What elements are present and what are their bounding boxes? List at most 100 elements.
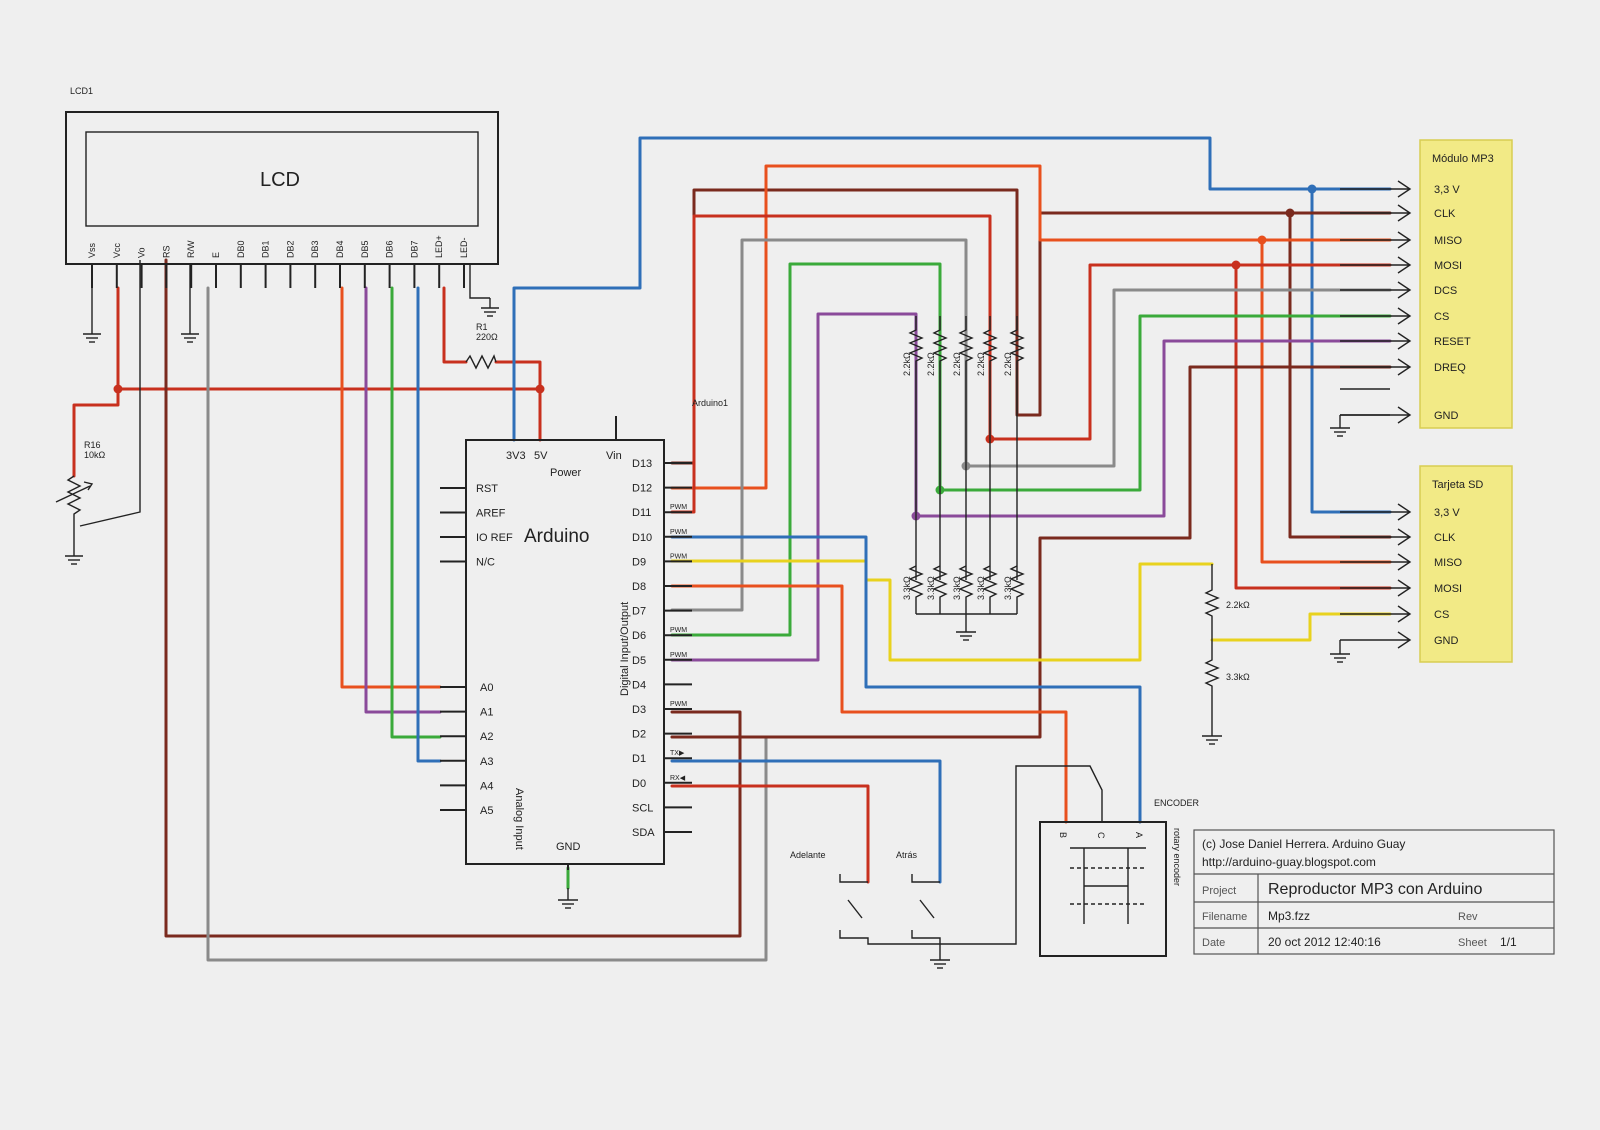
arduino-pin-label: D12 [632, 483, 652, 495]
lcd-screen [85, 131, 479, 227]
tb-filename-label: Filename [1202, 911, 1247, 923]
tb-project: Reproductor MP3 con Arduino [1268, 881, 1482, 898]
r1-ref: R1 [476, 322, 488, 332]
wires [72, 136, 1392, 962]
lcd-pin-label: Vss [87, 242, 97, 258]
divider-column [958, 316, 974, 580]
sd-pin-label: CS [1434, 609, 1449, 621]
wire-vo [79, 260, 141, 527]
mp3-pin-label: DCS [1434, 285, 1457, 297]
ground-symbol [930, 959, 950, 969]
mp3-pin-arrow [1340, 256, 1412, 274]
arduino-pin-label: D4 [632, 679, 646, 691]
pwm-label: PWM [670, 529, 687, 536]
divider-bottom-label: 3.3kΩ [902, 576, 912, 600]
button-atras: Atrás [896, 765, 1068, 969]
mp3-pin-label: DREQ [1434, 362, 1466, 374]
lcd-pin-label: LED- [459, 237, 469, 258]
lcd-pin-label: Vo [137, 247, 147, 258]
mp3-pin-label: MOSI [1434, 260, 1462, 272]
mp3-pin-arrow [1340, 281, 1412, 299]
divider-bottom-label: 3.3kΩ [952, 576, 962, 600]
pwm-label: PWM [670, 553, 687, 560]
divider-column [932, 316, 948, 580]
arduino-pin-label: A0 [480, 682, 493, 694]
potentiometer-r16: R16 10kΩ [55, 440, 106, 565]
sd-divider-top: 2.2kΩ [1226, 600, 1250, 610]
divider-column [1009, 316, 1025, 580]
tb-copyright: (c) Jose Daniel Herrera. Arduino Guay [1202, 837, 1405, 851]
tb-filename: Mp3.fzz [1268, 909, 1310, 923]
arduino-pin-label: D8 [632, 581, 646, 593]
ground-symbol [481, 298, 499, 317]
lcd-pin-label: DB6 [385, 240, 395, 258]
arduino-pin-label: RST [476, 483, 498, 495]
lcd-pin-label: Vcc [112, 242, 122, 258]
mp3-pin-label: MISO [1434, 235, 1463, 247]
junction [535, 384, 545, 394]
divider-bottom-label: 3.3kΩ [926, 576, 936, 600]
mp3-pin-label: CLK [1434, 208, 1456, 220]
mp3-pin-arrow [1340, 231, 1412, 249]
lcd-ref: LCD1 [70, 86, 93, 96]
junction [113, 384, 123, 394]
arduino-pin-label: A5 [480, 805, 493, 817]
lcd-pin-label: DB3 [310, 240, 320, 258]
arduino-pin-label: A3 [480, 756, 493, 768]
mp3-pin-label: GND [1434, 410, 1459, 422]
wire-db7-a3 [416, 286, 442, 763]
voltage-dividers: 2.2kΩ3.3kΩ2.2kΩ3.3kΩ2.2kΩ3.3kΩ2.2kΩ3.3kΩ… [902, 316, 1025, 641]
lcd-body [65, 111, 499, 265]
ground-symbol [83, 324, 101, 343]
ground-symbol [1330, 640, 1350, 663]
lcd-pin-label: LED+ [434, 235, 444, 258]
junction [1257, 235, 1267, 245]
sd-pin-label: MISO [1434, 557, 1463, 569]
encoder-pin-a: A [1134, 832, 1144, 838]
junction [1307, 184, 1317, 194]
rx-label: RX◀ [670, 775, 686, 782]
tb-project-label: Project [1202, 885, 1236, 897]
wire-d13-sd [1288, 211, 1392, 539]
pwm-label: PWM [670, 627, 687, 634]
lcd-pin-label: DB7 [409, 240, 419, 258]
rotary-encoder: ENCODER rotary encoder B C A [1039, 765, 1200, 957]
encoder-body [1039, 821, 1167, 957]
sd-pin-arrow [1340, 605, 1412, 623]
tb-rev-label: Rev [1458, 911, 1478, 923]
tb-sheet: 1/1 [1500, 935, 1517, 949]
arduino-pin-label: D7 [632, 606, 646, 618]
ground-symbol [181, 324, 199, 343]
mp3-module-body [1419, 139, 1513, 429]
lcd-pin-label: RS [161, 245, 171, 258]
tb-date-label: Date [1202, 937, 1225, 949]
mp3-pin-label: RESET [1434, 336, 1471, 348]
arduino-pin-label: IO REF [476, 532, 513, 544]
sd-pin-arrow [1340, 579, 1412, 597]
arduino-ref: Arduino1 [692, 398, 728, 408]
wire-d11-sd [1234, 263, 1392, 590]
lcd-pin-label: DB1 [261, 240, 271, 258]
tb-date: 20 oct 2012 12:40:16 [1268, 935, 1381, 949]
wire-r1-out [494, 360, 542, 391]
pin-3v3: 3V3 [506, 450, 526, 462]
arduino-pin-label: A2 [480, 731, 493, 743]
wire-rs [164, 258, 742, 938]
arduino-pin-label: SDA [632, 827, 655, 839]
sd-divider-bottom: 3.3kΩ [1226, 672, 1250, 682]
wire-d8 [670, 584, 1068, 824]
lcd-pin-label: R/W [186, 240, 196, 258]
junction-dots [113, 184, 1317, 521]
divider-top-label: 2.2kΩ [1003, 352, 1013, 376]
lcd-pin-label: DB5 [360, 240, 370, 258]
arduino-pin-label: D10 [632, 532, 652, 544]
arduino-pin-label: A1 [480, 707, 493, 719]
mp3-pin-arrow [1340, 332, 1412, 350]
digital-label: Digital Input/Output [619, 602, 631, 696]
mp3-pin-arrow [1340, 358, 1412, 376]
divider-ground-bus [916, 613, 1017, 632]
analog-label: Analog Input [513, 788, 525, 850]
